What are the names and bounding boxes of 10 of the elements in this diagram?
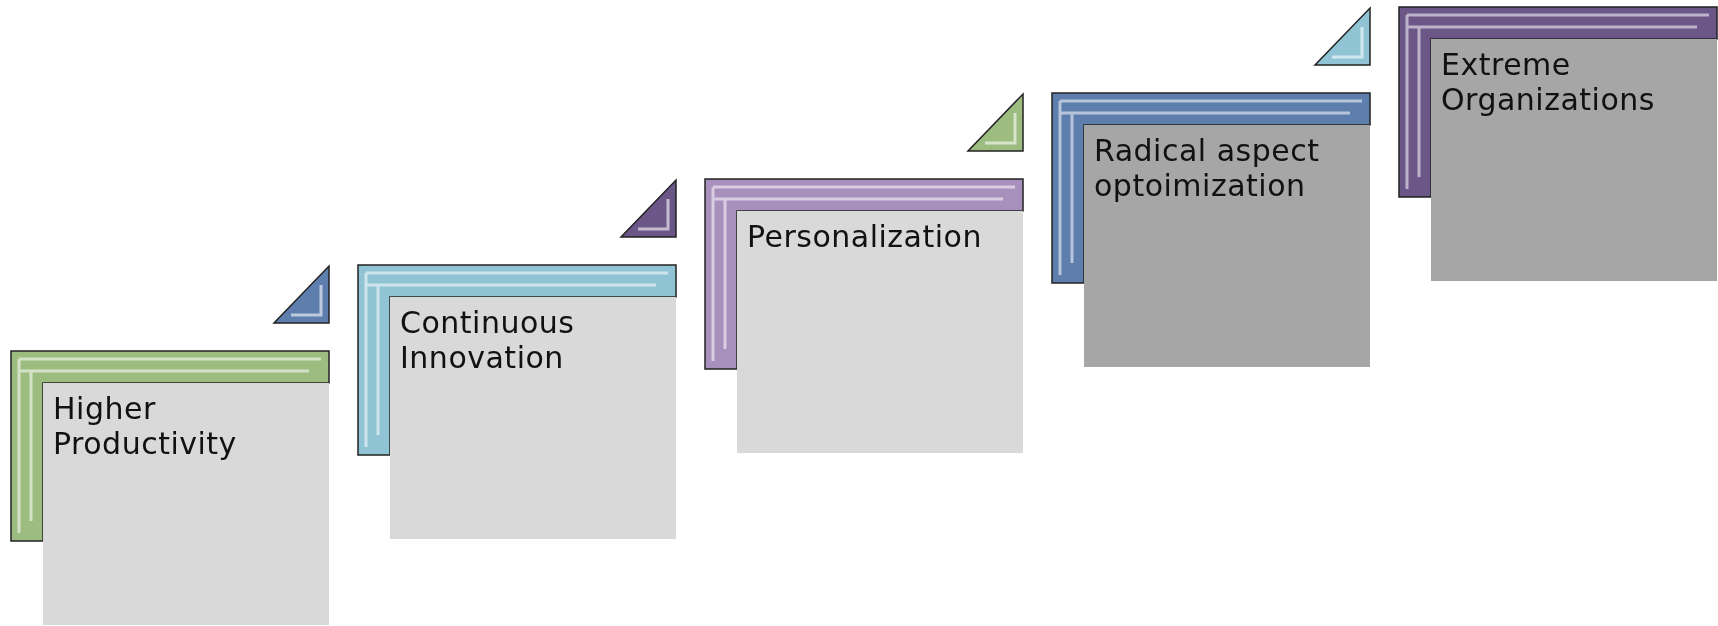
step-label: Extreme Organizations <box>1441 47 1656 117</box>
step-label: Radical aspect optoimization <box>1094 133 1321 203</box>
step-box <box>737 211 1023 453</box>
step-label: Personalization <box>747 219 983 254</box>
step-box <box>43 383 329 625</box>
step-label: Continuous Innovation <box>400 305 576 375</box>
step-box <box>1084 125 1370 367</box>
step-label: Higher Productivity <box>53 391 238 461</box>
step-box <box>1431 39 1717 281</box>
step-box <box>390 297 676 539</box>
